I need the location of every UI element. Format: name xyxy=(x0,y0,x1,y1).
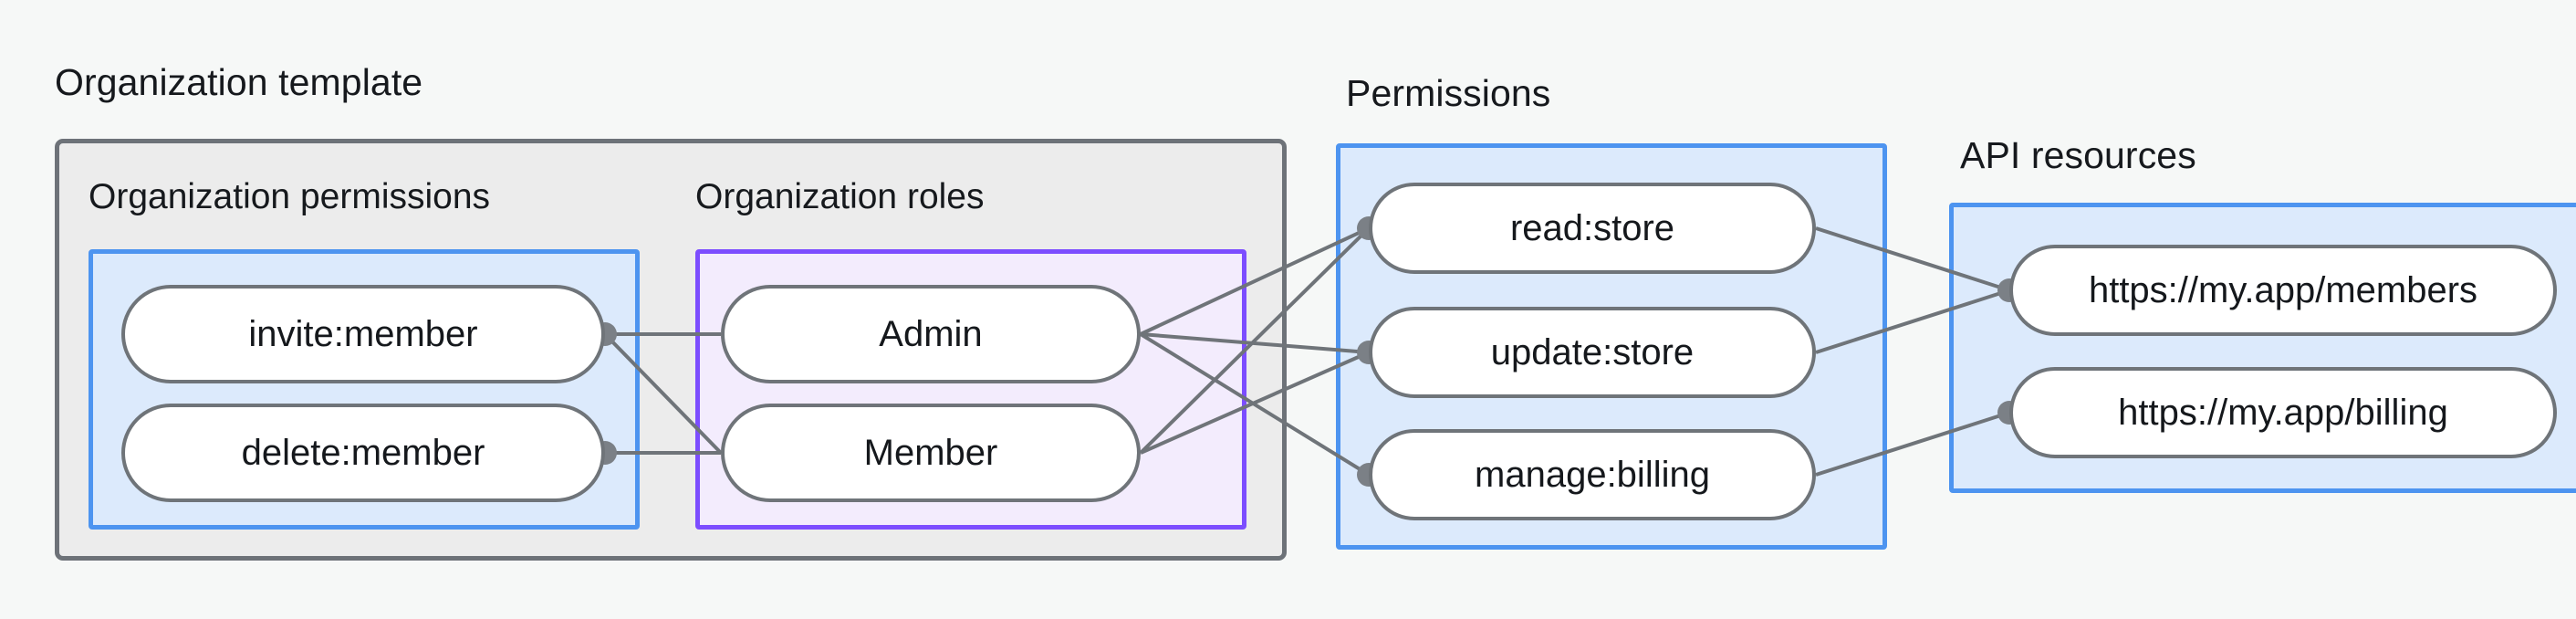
node-admin[interactable]: Admin xyxy=(721,285,1141,383)
node-member[interactable]: Member xyxy=(721,404,1141,502)
node-delete-member[interactable]: delete:member xyxy=(121,404,605,502)
node-update-store[interactable]: update:store xyxy=(1369,307,1816,398)
group-label-organization-permissions: Organization permissions xyxy=(89,177,491,216)
node-manage-billing[interactable]: manage:billing xyxy=(1369,429,1816,520)
node-invite-member[interactable]: invite:member xyxy=(121,285,605,383)
group-label-organization-roles: Organization roles xyxy=(695,177,985,216)
group-label-organization-template: Organization template xyxy=(55,61,423,103)
node-members-url[interactable]: https://my.app/members xyxy=(2009,245,2557,336)
node-read-store[interactable]: read:store xyxy=(1369,183,1816,274)
node-billing-url[interactable]: https://my.app/billing xyxy=(2009,367,2557,458)
group-label-api-resources: API resources xyxy=(1960,134,2196,176)
group-label-permissions: Permissions xyxy=(1346,72,1551,114)
